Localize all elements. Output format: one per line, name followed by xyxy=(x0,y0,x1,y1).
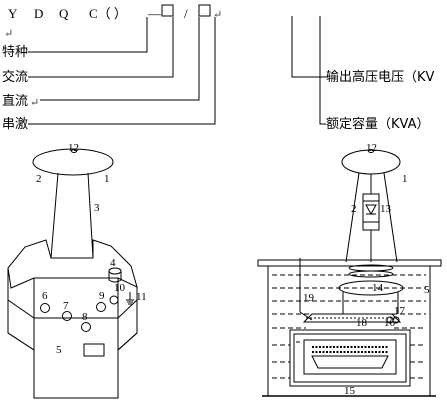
left-label-10: 10 xyxy=(114,282,125,294)
frame-outer xyxy=(289,329,411,387)
label-series: 串激 xyxy=(2,117,29,132)
knob-6 xyxy=(40,303,50,313)
left-top-face xyxy=(7,268,138,319)
core-18 xyxy=(302,313,402,323)
winding-outer xyxy=(303,339,397,375)
label-special: 特种 xyxy=(2,45,29,60)
code-letter-c: C（ ） xyxy=(89,6,127,21)
diode-icon xyxy=(365,204,377,216)
right-label-14: 14 xyxy=(372,282,383,294)
knob-10 xyxy=(109,295,119,305)
leader-series xyxy=(28,17,216,125)
label-ac: 交流 xyxy=(2,70,29,85)
right-label-5: 5 xyxy=(424,284,430,296)
left-label-8: 8 xyxy=(82,311,88,323)
right-label-16: 16 xyxy=(384,317,395,329)
left-label-6: 6 xyxy=(42,290,48,302)
right-label-13: 13 xyxy=(380,203,391,215)
code-leader-lines xyxy=(28,4,328,125)
right-label-18: 18 xyxy=(356,317,367,329)
knob-9 xyxy=(96,302,106,312)
leader-rated-capacity xyxy=(319,16,326,125)
right-label-2: 2 xyxy=(351,203,357,215)
left-label-9: 9 xyxy=(99,290,105,302)
leader-special xyxy=(28,17,148,53)
right-inner-rect xyxy=(362,193,380,231)
leader-output-voltage xyxy=(291,16,328,78)
winding-core xyxy=(311,355,389,369)
code-box-2 xyxy=(198,4,211,17)
code-letter-y: Y xyxy=(8,6,18,21)
oil-dashes xyxy=(272,274,426,379)
label-rated-capacity: 额定容量（KVA） xyxy=(326,117,430,132)
right-label-19: 19 xyxy=(303,292,314,304)
right-bushing xyxy=(345,172,398,263)
right-label-1: 1 xyxy=(402,173,408,185)
left-label-11: 11 xyxy=(136,291,147,303)
leader-ac xyxy=(28,17,174,78)
code-slash: / xyxy=(184,6,188,21)
tank-lid xyxy=(257,259,442,267)
left-bushing xyxy=(50,172,94,259)
left-label-1: 1 xyxy=(104,173,110,185)
paragraph-mark-3: ↵ xyxy=(30,96,40,109)
left-label-4: 4 xyxy=(110,257,116,269)
right-terminal xyxy=(368,149,374,153)
code-letter-d: D xyxy=(34,6,44,21)
code-box-1 xyxy=(161,4,174,17)
left-label-12: 12 xyxy=(68,142,79,154)
left-window xyxy=(83,343,105,357)
right-label-15: 15 xyxy=(344,385,355,397)
disc-14 xyxy=(338,280,404,296)
left-transformer-figure xyxy=(7,148,138,399)
leader-dc xyxy=(40,17,200,101)
left-body-upper xyxy=(7,239,138,289)
cylinder-4-body xyxy=(108,271,122,283)
left-label-7: 7 xyxy=(63,300,69,312)
paragraph-mark-1: ↵ xyxy=(213,8,223,21)
label-output-voltage: 输出高压电压（KV xyxy=(326,70,435,85)
right-transformer-figure xyxy=(257,149,442,397)
knob-7 xyxy=(62,311,72,321)
code-letter-q: Q xyxy=(59,6,69,21)
right-label-12: 12 xyxy=(366,142,377,154)
knob-8 xyxy=(81,322,91,332)
paragraph-mark-2: ↵ xyxy=(4,27,14,40)
left-label-5: 5 xyxy=(56,344,62,356)
right-label-17: 17 xyxy=(394,305,405,317)
left-label-3: 3 xyxy=(94,202,100,214)
label-dc: 直流 xyxy=(2,94,29,109)
code-dash: — xyxy=(148,6,161,21)
left-label-2: 2 xyxy=(36,173,42,185)
left-electrode-cap xyxy=(32,148,114,176)
